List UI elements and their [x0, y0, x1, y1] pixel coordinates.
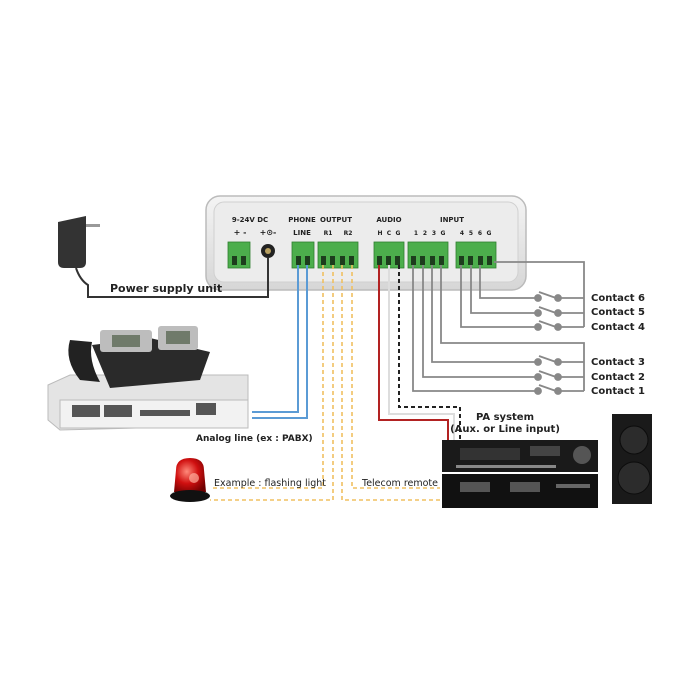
amplifier-illustration — [442, 440, 598, 508]
pa-system-label: PA system — [476, 412, 534, 423]
input-pin-4: 4 — [460, 230, 464, 237]
output-wires — [210, 265, 440, 501]
analog-line-label: Analog line (ex : PABX) — [196, 434, 313, 444]
switch-5 — [534, 306, 584, 317]
jack-polarity: +⊙- — [260, 228, 277, 237]
audio-header: AUDIO — [376, 216, 401, 224]
audio-pin-h: H — [377, 230, 382, 237]
switch-3 — [534, 355, 584, 366]
switch-4 — [534, 320, 584, 331]
pa-system-sublabel: (Aux. or Line input) — [450, 424, 560, 435]
switch-6 — [534, 291, 584, 302]
power-polarity: + - — [234, 228, 247, 237]
power-supply-label: Power supply unit — [110, 282, 222, 295]
contact-2-label: Contact 2 — [591, 372, 645, 383]
input-pin-g1: G — [441, 230, 446, 237]
telecom-remote-label: Telecom remote — [361, 478, 438, 489]
power-terminal — [227, 241, 251, 269]
contact-1-label: Contact 1 — [591, 386, 645, 397]
input-pin-2: 2 — [423, 230, 427, 237]
relay-2-label: R2 — [344, 230, 353, 237]
phone-terminal — [291, 241, 315, 269]
switch-2 — [534, 370, 584, 381]
audio-wires — [378, 265, 461, 440]
pabx-illustration — [47, 326, 249, 431]
input-pin-3: 3 — [432, 230, 436, 237]
contact-4-label: Contact 4 — [591, 322, 645, 333]
switch-1 — [534, 384, 584, 395]
contact-3-label: Contact 3 — [591, 357, 645, 368]
flashing-light-label: Example : flashing light — [214, 478, 326, 489]
intercom-device: 9-24V DC + - +⊙- PHONE LINE OUTPUT R1 R2… — [205, 195, 527, 291]
power-adapter — [58, 216, 269, 298]
input-wires — [412, 261, 585, 392]
input-pin-1: 1 — [414, 230, 418, 237]
flashing-light-icon — [170, 458, 210, 502]
audio-pin-c: C — [387, 230, 392, 237]
speaker-illustration — [612, 414, 652, 504]
phone-line-wires — [252, 265, 308, 419]
input-pin-g2: G — [487, 230, 492, 237]
phone-header: PHONE — [288, 216, 316, 224]
input-pin-5: 5 — [469, 230, 473, 237]
relay-1-label: R1 — [324, 230, 333, 237]
line-header: LINE — [293, 229, 311, 237]
contact-6-label: Contact 6 — [591, 293, 645, 304]
input-pin-6: 6 — [478, 230, 482, 237]
audio-pin-g: G — [396, 230, 401, 237]
output-header: OUTPUT — [320, 216, 352, 224]
contact-switches — [534, 291, 584, 395]
input-header: INPUT — [440, 216, 464, 224]
contact-5-label: Contact 5 — [591, 307, 645, 318]
power-header: 9-24V DC — [232, 216, 268, 224]
